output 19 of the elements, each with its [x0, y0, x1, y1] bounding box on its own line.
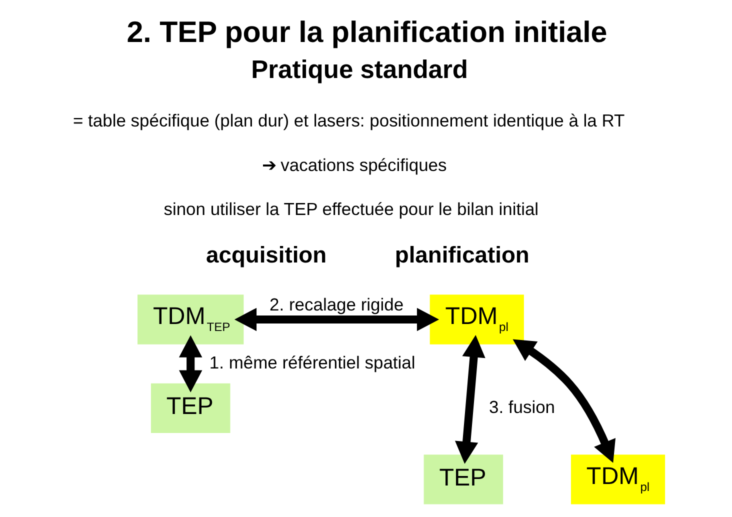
arrow: [512, 338, 616, 462]
label: planification: [394, 240, 530, 267]
node-box: TEP: [150, 382, 230, 433]
arrow: [454, 334, 486, 464]
label: sinon utiliser la TEP effectuée pour le bilan initial: [164, 198, 539, 219]
arrow: [179, 334, 202, 392]
node-box: TDM$_{pl}$: [430, 294, 524, 344]
node-box: TDM$_{TEP}$: [138, 294, 244, 344]
label: ➔ vacations spécifiques: [262, 154, 447, 174]
arrow: [234, 307, 440, 331]
label: = table spécifique (plan dur) et lasers: positionnement identique à la RT: [72, 110, 625, 130]
edge-label: 3. fusion: [488, 396, 556, 416]
diagram-title: 2. TEP pour la planification initiale: [126, 16, 608, 49]
node-box: TDM$_{pl}$: [570, 454, 666, 504]
edge-label: 2. recalage rigide: [270, 294, 404, 314]
node-box: TEP: [424, 454, 504, 504]
label: acquisition: [206, 240, 327, 267]
label: Pratique standard: [251, 55, 468, 84]
edge-label: 1. même référentiel spatial: [209, 352, 416, 372]
